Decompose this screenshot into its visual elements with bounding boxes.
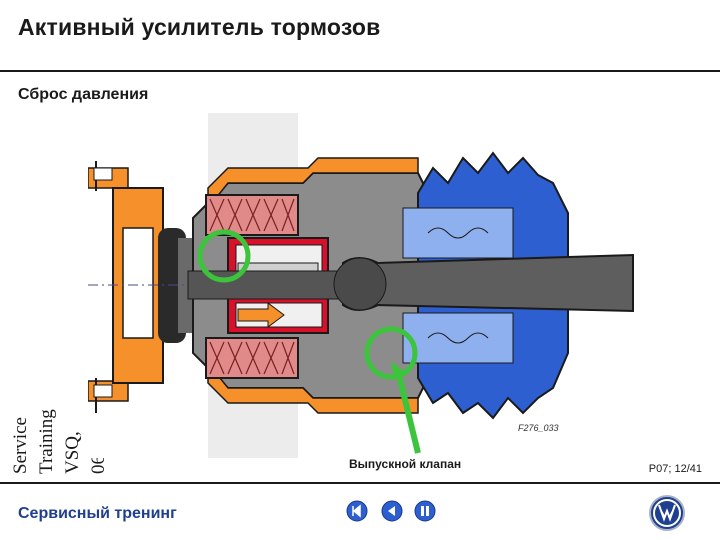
vw-logo <box>649 495 685 531</box>
side-label-line: VSQ, <box>62 431 83 474</box>
output-rod <box>333 253 634 313</box>
side-label-line: Service <box>10 417 31 474</box>
title-divider <box>0 70 720 72</box>
page-subtitle: Сброс давления <box>18 86 149 103</box>
side-label-line: Training <box>36 409 57 474</box>
pause-button[interactable] <box>414 500 436 522</box>
pause-icon <box>421 506 429 516</box>
highlight-circle <box>197 229 251 283</box>
rewind-icon <box>352 504 361 518</box>
previous-button[interactable] <box>381 500 403 522</box>
solenoid-coil-top <box>205 194 299 236</box>
footer-divider <box>0 482 720 484</box>
callout-line <box>395 370 421 454</box>
highlight-circle-valve <box>364 326 418 380</box>
brake-booster-diagram <box>88 113 648 458</box>
back-to-start-button[interactable] <box>346 500 368 522</box>
footer-brand-text: Сервисный тренинг <box>18 505 177 522</box>
page-number: P07; 12/41 <box>648 463 702 475</box>
callout-arrowhead <box>391 361 406 379</box>
solenoid-coil-bottom <box>205 337 299 379</box>
housing-shell <box>207 157 419 414</box>
flow-arrow <box>237 302 285 328</box>
page-title: Активный усилитель тормозов <box>18 14 381 40</box>
callout-label: Выпускной клапан <box>349 457 462 471</box>
figure-code: F276_033 <box>518 423 559 433</box>
chevron-left-icon <box>388 506 395 516</box>
